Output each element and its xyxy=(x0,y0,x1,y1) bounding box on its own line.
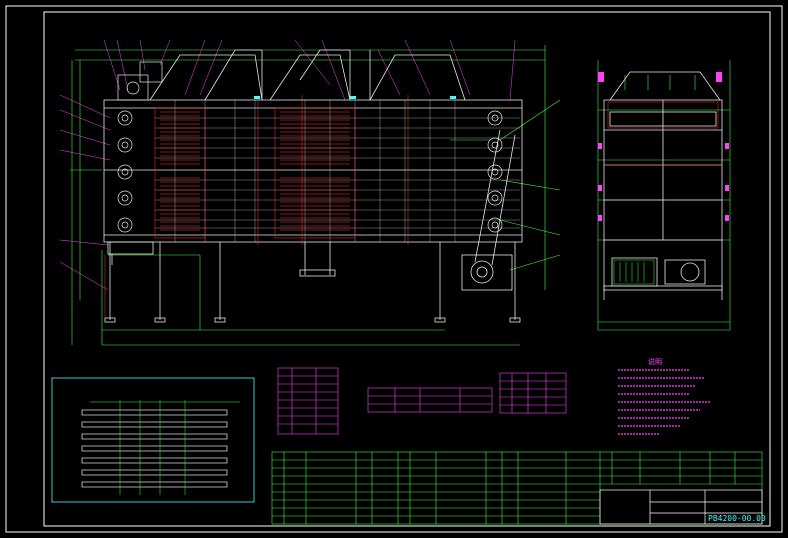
process-table xyxy=(367,387,493,413)
technical-notes xyxy=(618,369,710,435)
notes-title: 说明 xyxy=(648,358,662,366)
front-view xyxy=(59,39,561,346)
drawing-frame-outer xyxy=(5,5,783,533)
front-view-structure xyxy=(103,49,523,323)
parameter-table xyxy=(499,372,567,414)
material-table xyxy=(277,367,339,435)
tray-layout-inset xyxy=(51,377,255,503)
front-view-heater-sections xyxy=(104,95,409,318)
front-view-dimensions xyxy=(70,45,561,346)
title-block xyxy=(599,489,763,525)
side-view xyxy=(597,60,731,331)
front-view-markers xyxy=(254,96,456,99)
front-view-trays xyxy=(155,100,520,242)
front-view-leaders xyxy=(59,39,516,291)
front-view-sprockets xyxy=(117,61,503,233)
drawing-frame-inner xyxy=(43,11,771,527)
drawing-number: PB4200-00.00 xyxy=(708,514,766,523)
